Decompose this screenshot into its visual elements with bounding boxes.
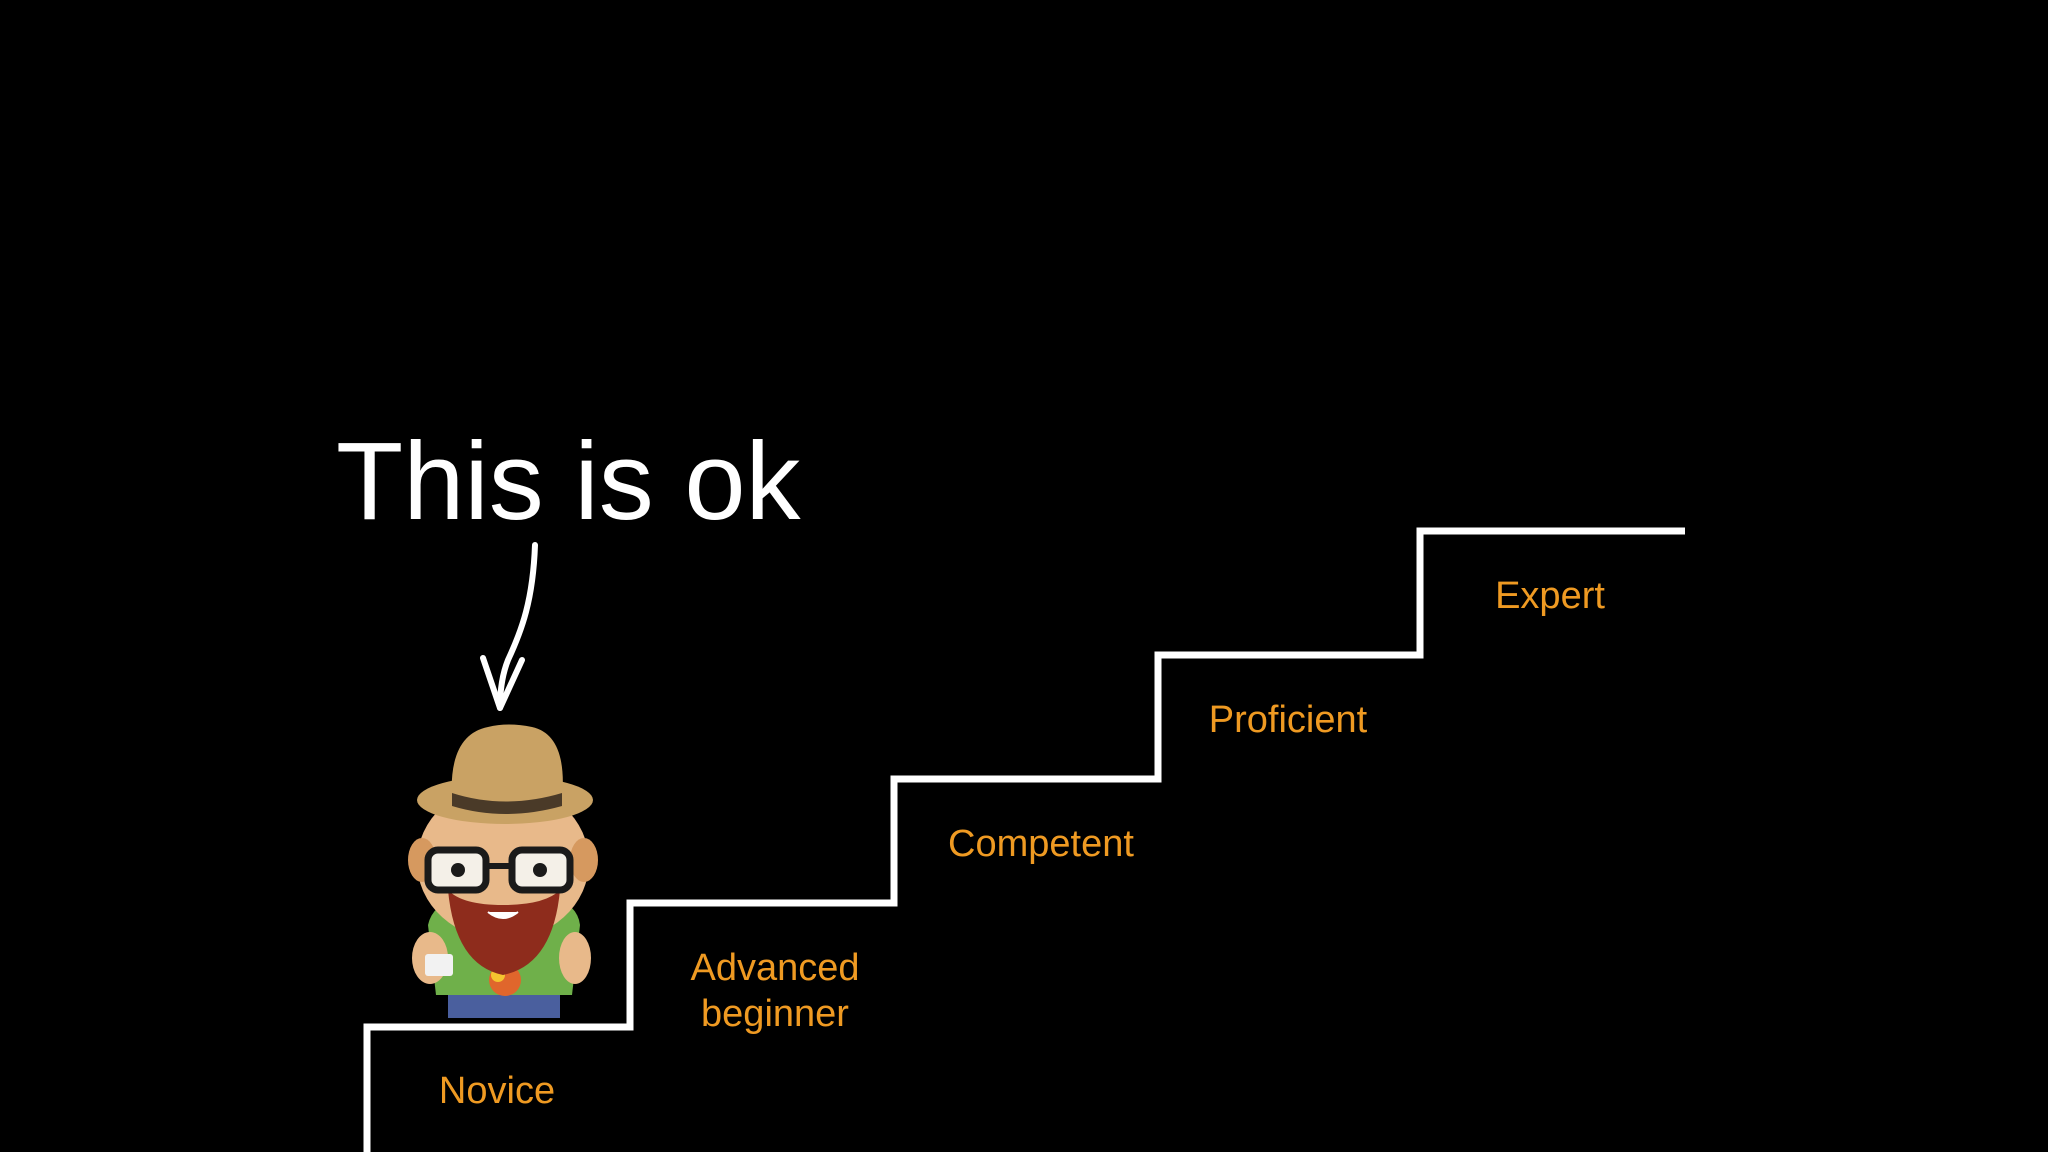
stage-label-advanced-beginner-line-1: Advanced [690, 947, 860, 989]
stage-label-expert: Expert [1495, 573, 1605, 619]
stage-label-novice-line-1: Novice [438, 1070, 556, 1112]
stage-label-advanced-beginner: Advanced beginner [690, 945, 859, 1037]
stage-label-competent: Competent [948, 821, 1134, 867]
stage-label-expert-line-1: Expert [1495, 575, 1605, 617]
staircase-line [363, 527, 1685, 1152]
stage-label-novice: Novice [439, 1068, 555, 1114]
headline: This is ok [336, 420, 801, 543]
stage-label-competent-line-1: Competent [948, 823, 1134, 865]
character-avatar [408, 724, 598, 1018]
stage-label-advanced-beginner-line-2: beginner [701, 993, 849, 1035]
stage-label-proficient-line-1: Proficient [1208, 699, 1368, 741]
stage-label-proficient: Proficient [1209, 697, 1367, 743]
pointer-arrow-icon [480, 542, 538, 711]
